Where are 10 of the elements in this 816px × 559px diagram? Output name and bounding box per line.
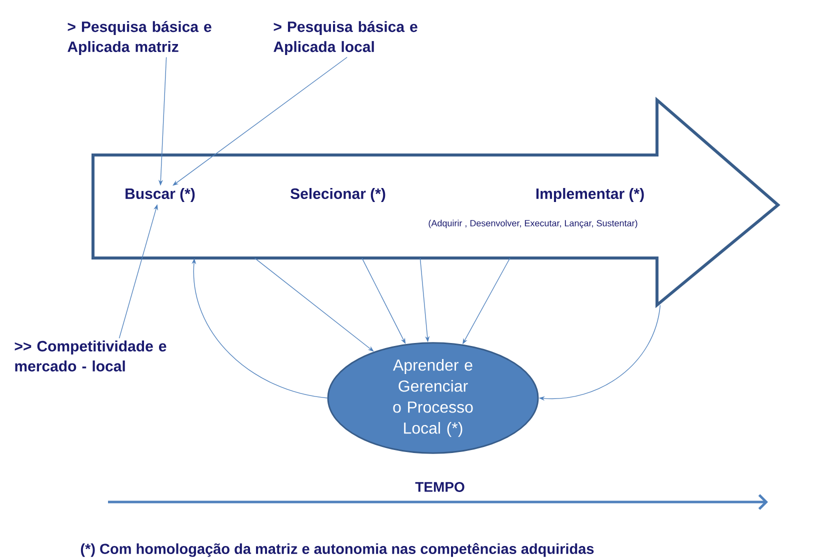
footnote: (*) Com homologação da matriz e autonomia nas competências adquiridas [80,543,594,557]
input-label: > Pesquisa básica e Aplicada local [274,20,418,56]
input-label: >> Competitividade e mercado - local [14,340,166,372]
stage-label: Buscar (*) [126,188,195,202]
stage-label: Selecionar (*) [290,188,386,202]
big-arrow [92,96,780,308]
input-label: > Pesquisa básica e Aplicada matriz [68,20,212,56]
activity-note: (Adquirir , Desenvolver, Executar, Lançar, Sustentar) [428,220,638,228]
axis-label: TEMPO [415,482,464,492]
stage-label: Implementar (*) [536,188,644,202]
